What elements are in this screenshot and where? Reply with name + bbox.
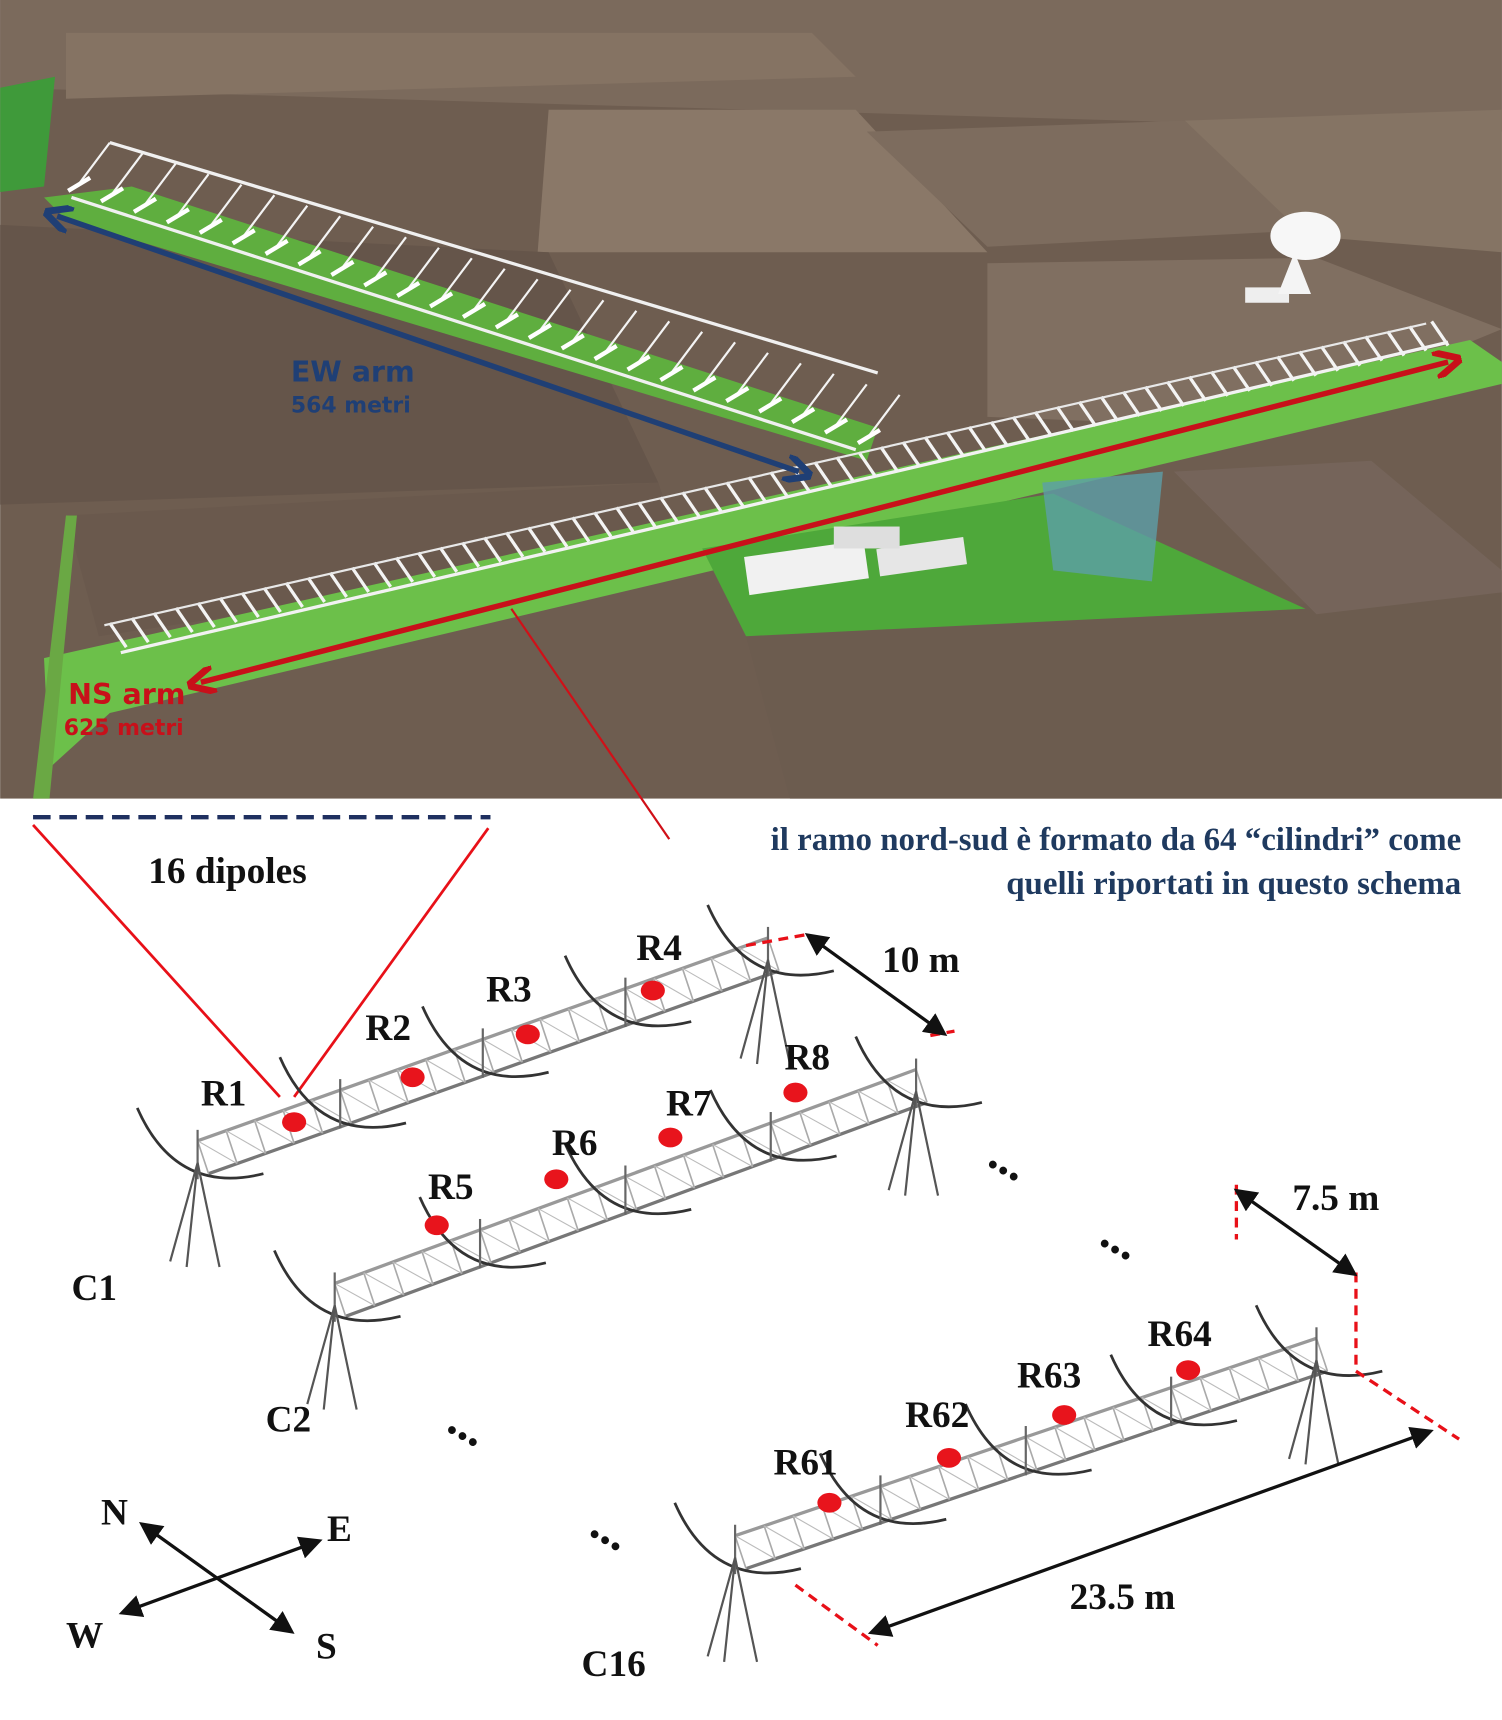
dim-23-5m-dash-b	[794, 1583, 879, 1647]
compass: N E W S	[66, 1493, 352, 1668]
cylinder-c1: C1 R1 R2 R3 R4	[71, 904, 835, 1309]
receiver-dot-r7	[658, 1127, 683, 1148]
ew-arm-length: 564 metri	[291, 393, 411, 418]
cylinder-label: C16	[582, 1644, 646, 1685]
receiver-label-r62: R62	[905, 1395, 969, 1436]
dipoles-bracket-left	[32, 823, 281, 1098]
receiver-dot-r3	[515, 1024, 540, 1045]
receiver-dot-r1	[282, 1112, 307, 1133]
receiver-label-r61: R61	[773, 1442, 837, 1483]
aerial-photo: EW arm 564 metri NS arm 625 metri	[0, 0, 1502, 799]
ellipsis-2: ...	[1092, 1207, 1150, 1271]
receiver-label-r4: R4	[636, 928, 682, 969]
receiver-dot-r6	[544, 1169, 569, 1190]
cylinder-c16: C16 R61 R62 R63 R64	[582, 1304, 1383, 1685]
dipoles-bracket-right	[293, 827, 490, 1098]
dim-7-5m-arrow	[1233, 1188, 1358, 1277]
ew-arm-label: EW arm	[291, 356, 415, 389]
compass-n: N	[101, 1493, 128, 1534]
receiver-label-r2: R2	[365, 1008, 411, 1049]
ns-arm-length: 625 metri	[64, 716, 184, 741]
receiver-label-r64: R64	[1148, 1314, 1212, 1355]
dim-23-5m-label: 23.5 m	[1070, 1577, 1176, 1618]
caption-line-2: quelli riportati in questo schema	[1006, 866, 1461, 902]
receiver-label-r6: R6	[552, 1123, 598, 1164]
receiver-dot-r64	[1176, 1360, 1201, 1380]
cylinder-label: C2	[266, 1400, 312, 1441]
receiver-label-r7: R7	[666, 1084, 712, 1125]
dipoles-label: 16 dipoles	[148, 851, 306, 892]
dim-10m-arrow	[804, 932, 948, 1037]
receiver-dot-r5	[424, 1215, 449, 1236]
receiver-label-r3: R3	[486, 970, 532, 1011]
compass-e: E	[327, 1509, 352, 1550]
compass-s: S	[316, 1627, 337, 1668]
ellipsis-4: ...	[582, 1498, 640, 1562]
receiver-dot-r8	[783, 1082, 808, 1103]
receiver-dot-r63	[1052, 1405, 1077, 1425]
pointer-line	[510, 608, 671, 840]
dim-7-5m-label: 7.5 m	[1292, 1178, 1379, 1219]
compass-we-arrow	[118, 1536, 323, 1617]
dim-10m-dash-a	[745, 932, 807, 948]
ns-arm-label: NS arm	[68, 678, 185, 711]
receiver-label-r63: R63	[1017, 1356, 1081, 1397]
caption-line-1: il ramo nord-sud è formato da 64 “cilind…	[771, 822, 1462, 858]
cylinder-label: C1	[71, 1268, 117, 1309]
receiver-label-r1: R1	[201, 1074, 247, 1115]
receiver-dot-r4	[640, 980, 665, 1001]
ellipsis-1: ...	[980, 1128, 1038, 1192]
receiver-dot-r2	[400, 1067, 425, 1088]
ellipsis-3: ...	[440, 1393, 498, 1457]
dim-23-5m-arrow	[867, 1426, 1434, 1637]
receiver-label-r5: R5	[428, 1167, 474, 1208]
compass-w: W	[66, 1616, 103, 1657]
receiver-dot-r61	[817, 1492, 842, 1513]
dim-10m-label: 10 m	[882, 940, 960, 981]
receiver-label-r8: R8	[784, 1038, 830, 1079]
cylinder-c2: C2 R5 R6 R7 R8	[266, 1036, 983, 1441]
dim-23-5m-dash-a	[1355, 1369, 1460, 1441]
receiver-dot-r62	[936, 1447, 962, 1468]
ns-arm-arrow	[201, 362, 1448, 682]
